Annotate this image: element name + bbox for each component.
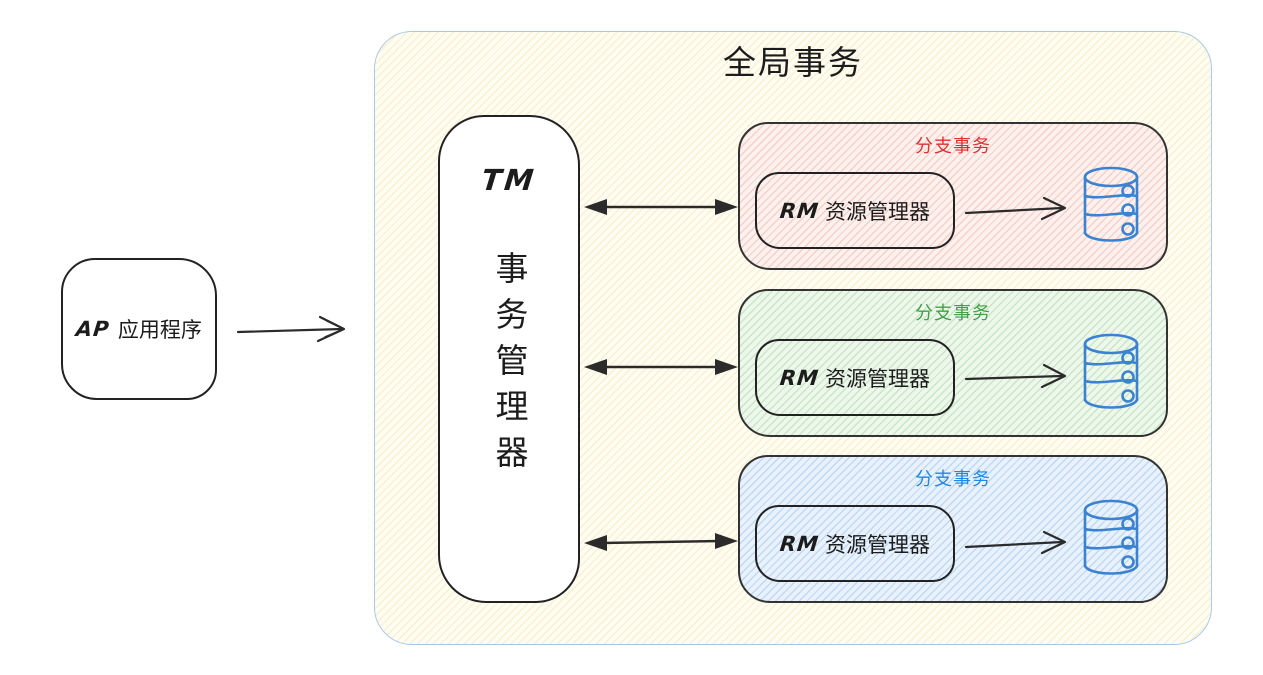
- branch-transaction-2: 分支事务 RM 资源管理器: [738, 289, 1168, 437]
- tm-branch2-double-arrow: [584, 359, 738, 375]
- rm1-label: 资源管理器: [825, 199, 931, 224]
- rm1-to-db-arrow: [964, 196, 1067, 221]
- tm-transaction-manager-box: TM 事务管理器: [438, 115, 580, 603]
- rm2-label: 资源管理器: [825, 366, 931, 391]
- rm1-abbr: RM: [778, 198, 821, 223]
- tm-branch1-double-arrow: [584, 199, 738, 215]
- database-icon: [1083, 333, 1139, 409]
- tm-label: 事务管理器: [490, 251, 529, 481]
- branch2-label: 分支事务: [915, 303, 991, 324]
- ap-label: 应用程序: [117, 318, 202, 342]
- tm-branch3-double-arrow: [584, 533, 738, 551]
- branch-transaction-1: 分支事务 RM 资源管理器: [738, 122, 1168, 270]
- branch-transaction-3: 分支事务 RM 资源管理器: [738, 455, 1168, 603]
- rm3-label: 资源管理器: [825, 532, 931, 557]
- rm3-abbr: RM: [778, 531, 821, 556]
- global-transaction-title: 全局事务: [723, 43, 863, 82]
- rm2-abbr: RM: [778, 365, 821, 390]
- ap-application-box: AP 应用程序: [61, 258, 217, 400]
- ap-to-global-arrow: [236, 315, 346, 343]
- tm-abbr: TM: [479, 163, 539, 197]
- rm3-to-db-arrow: [964, 530, 1067, 555]
- database-icon: [1083, 166, 1139, 242]
- branch3-label: 分支事务: [915, 469, 991, 490]
- rm2-to-db-arrow: [964, 363, 1067, 389]
- branch1-label: 分支事务: [915, 136, 991, 157]
- rm-resource-manager-1: RM 资源管理器: [755, 172, 955, 249]
- rm-resource-manager-3: RM 资源管理器: [755, 505, 955, 582]
- ap-abbr: AP: [74, 317, 112, 341]
- rm-resource-manager-2: RM 资源管理器: [755, 339, 955, 416]
- database-icon: [1083, 499, 1139, 575]
